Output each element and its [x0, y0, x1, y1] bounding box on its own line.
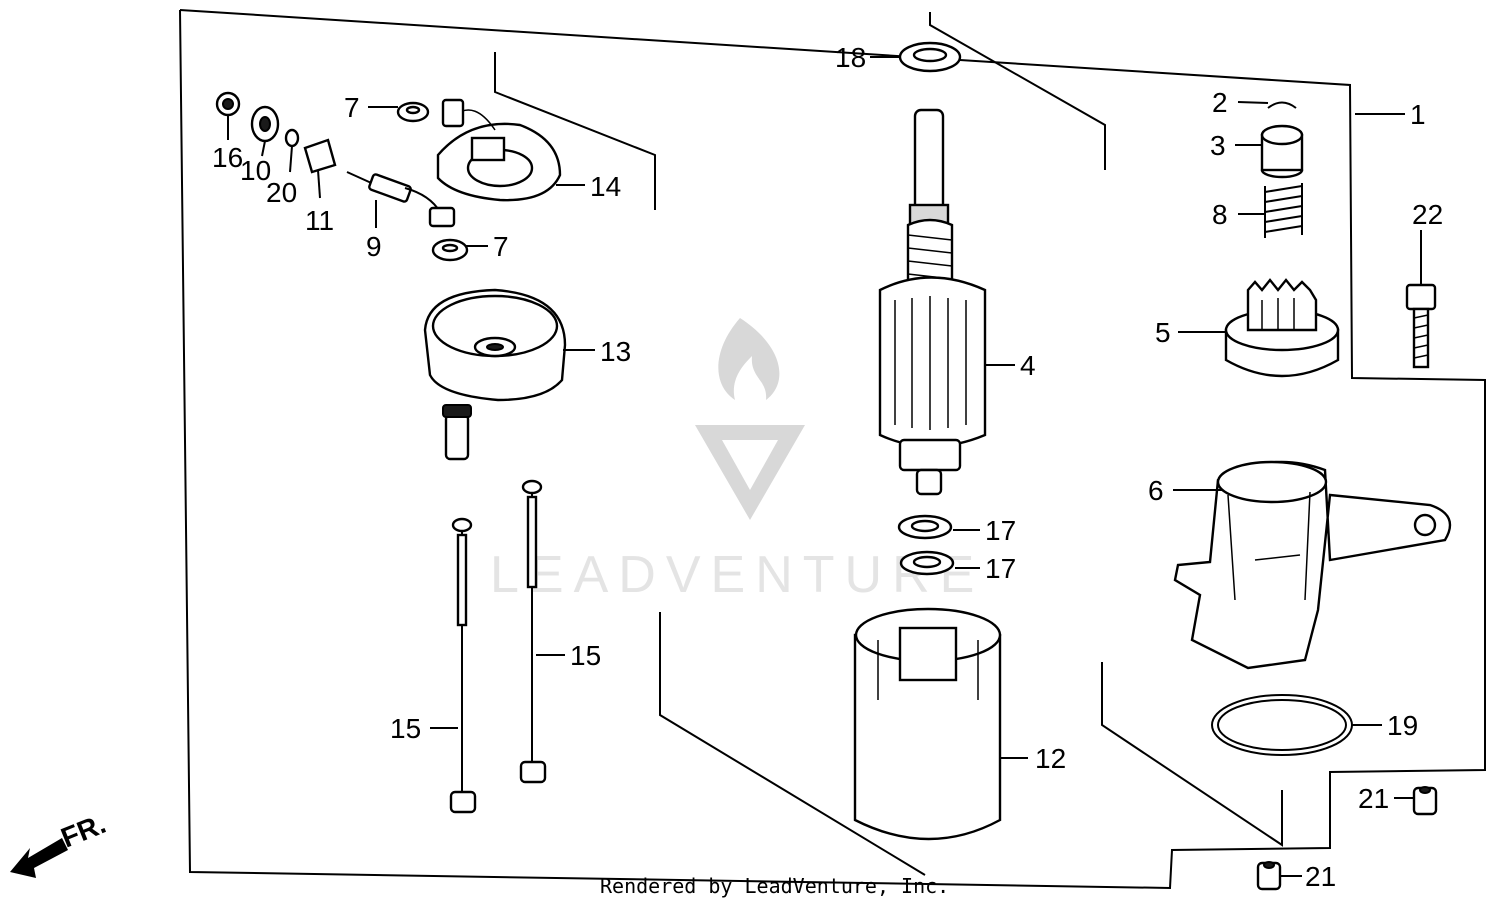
part-15-through-bolt-left[interactable]	[449, 517, 477, 814]
part-11-insulator[interactable]	[303, 138, 337, 174]
part-12-motor-case[interactable]	[853, 607, 1002, 841]
front-arrow-icon	[10, 838, 68, 878]
watermark-logo	[695, 318, 805, 520]
callout-15-right: 15	[570, 640, 601, 671]
part-7-brush-lower[interactable]	[431, 238, 469, 262]
callout-17-upper: 17	[985, 515, 1016, 546]
callout-19: 19	[1387, 710, 1418, 741]
callout-15-left: 15	[390, 713, 421, 744]
callout-21-upper: 21	[1358, 783, 1389, 814]
part-13-bushing[interactable]	[442, 404, 472, 461]
part-7-brush-upper[interactable]	[396, 98, 465, 128]
footer-credit: Rendered by LeadVenture, Inc.	[600, 874, 949, 898]
callout-8: 8	[1212, 199, 1228, 230]
part-2-snap-ring[interactable]	[1267, 101, 1297, 109]
part-22-bolt[interactable]	[1405, 283, 1437, 369]
callout-6: 6	[1148, 475, 1164, 506]
part-18-washer[interactable]	[898, 41, 962, 73]
callout-7-lower: 7	[493, 231, 509, 262]
callout-13: 13	[600, 336, 631, 367]
part-15-through-bolt-right[interactable]	[519, 479, 547, 784]
callout-21-lower: 21	[1305, 861, 1336, 892]
callout-labels: 18 4 17 17 12 7 7 14 13 9 16 10 20 11 15…	[212, 42, 1443, 892]
part-5-pinion-gear[interactable]	[1224, 278, 1340, 378]
callout-17-lower: 17	[985, 553, 1016, 584]
part-21-dowel-pin-lower[interactable]	[1256, 861, 1282, 891]
callout-18: 18	[835, 42, 866, 73]
callout-10: 10	[240, 155, 271, 186]
part-19-o-ring[interactable]	[1211, 694, 1353, 756]
part-4-armature[interactable]	[878, 108, 987, 496]
callout-14: 14	[590, 171, 621, 202]
part-8-spring[interactable]	[1264, 183, 1303, 238]
part-21-dowel-pin-upper[interactable]	[1412, 786, 1438, 816]
callout-4: 4	[1020, 350, 1036, 381]
callout-20: 20	[266, 177, 297, 208]
part-13-rear-cover[interactable]	[423, 288, 567, 402]
callout-2: 2	[1212, 87, 1228, 118]
callout-9: 9	[366, 231, 382, 262]
callout-7-upper: 7	[344, 92, 360, 123]
part-17-washer-lower[interactable]	[899, 550, 955, 576]
front-direction-indicator: FR.	[10, 808, 110, 878]
part-3-stop-collar[interactable]	[1260, 124, 1304, 179]
part-17-washer-upper[interactable]	[897, 514, 953, 540]
callout-5: 5	[1155, 317, 1171, 348]
assembly-frame	[179, 9, 1486, 890]
callout-11: 11	[305, 205, 334, 236]
callout-3: 3	[1210, 130, 1226, 161]
leader-lines	[227, 56, 1422, 877]
watermark-text: LEADVENTURE	[490, 546, 984, 604]
part-20-o-ring[interactable]	[284, 128, 300, 148]
front-label: FR.	[57, 808, 110, 854]
part-16-nut[interactable]	[215, 91, 241, 117]
perspective-lines	[494, 12, 1283, 876]
callout-22: 22	[1412, 199, 1443, 230]
callout-1: 1	[1410, 99, 1426, 130]
callout-16: 16	[212, 142, 243, 173]
part-6-front-housing[interactable]	[1173, 460, 1452, 670]
callout-12: 12	[1035, 743, 1066, 774]
part-9-terminal-bolt[interactable]	[346, 171, 456, 228]
part-10-washer[interactable]	[250, 105, 280, 143]
